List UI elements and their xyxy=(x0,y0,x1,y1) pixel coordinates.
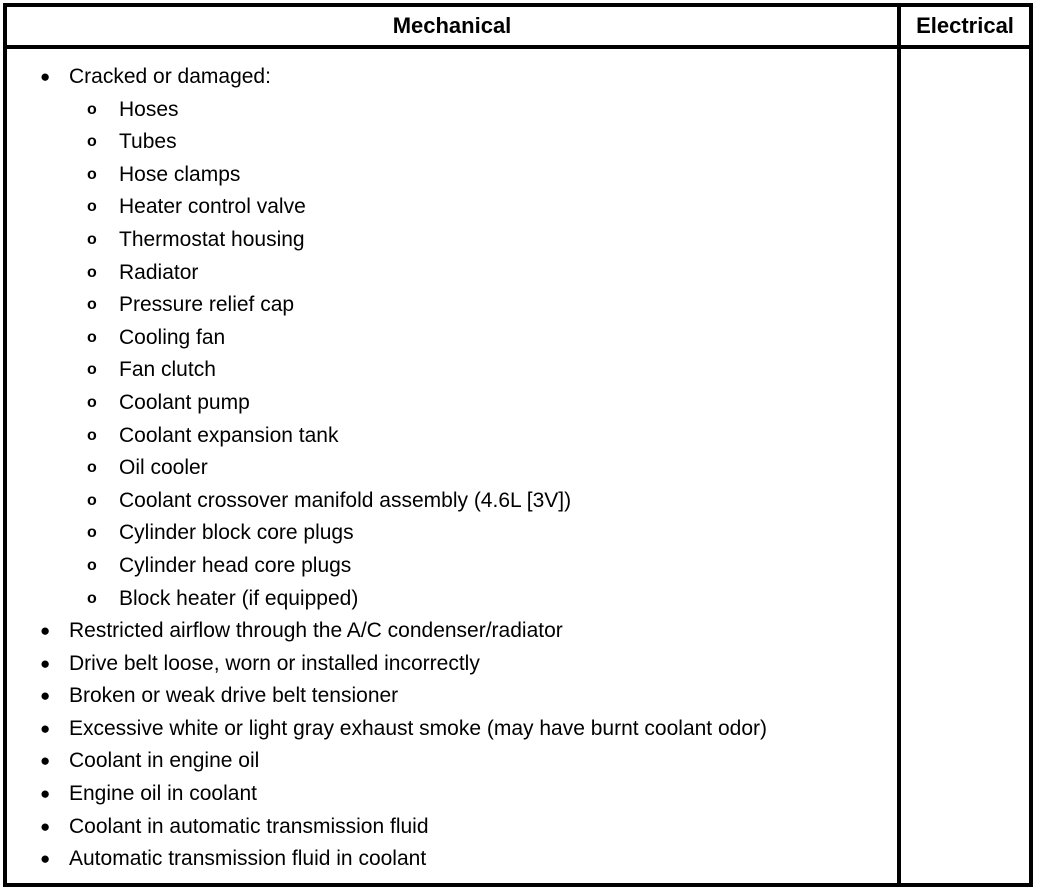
filled-bullet-icon: ● xyxy=(40,718,51,738)
hollow-bullet-icon: o xyxy=(87,198,97,216)
list-item-label: Cylinder head core plugs xyxy=(119,553,352,577)
list-item-label: Radiator xyxy=(119,260,199,284)
hollow-bullet-icon: o xyxy=(87,165,97,183)
hollow-bullet-icon: o xyxy=(87,361,97,379)
list-item: o Coolant expansion tank xyxy=(7,420,897,453)
list-item: o Pressure relief cap xyxy=(7,289,897,322)
list-item: ● Coolant in automatic transmission fluid xyxy=(7,811,897,844)
list-item-label: Drive belt loose, worn or installed inco… xyxy=(69,651,480,675)
list-item: o Cylinder head core plugs xyxy=(7,550,897,583)
filled-bullet-icon: ● xyxy=(40,67,51,86)
filled-bullet-icon: ● xyxy=(40,784,51,804)
hollow-bullet-icon: o xyxy=(87,491,97,509)
list-item-label: Fan clutch xyxy=(119,358,216,382)
filled-bullet-icon: ● xyxy=(40,653,51,673)
list-item: o Coolant pump xyxy=(7,387,897,420)
list-item: o Block heater (if equipped) xyxy=(7,583,897,616)
list-item-label: Coolant in automatic transmission fluid xyxy=(69,814,429,838)
hollow-bullet-icon: o xyxy=(87,328,97,346)
list-item: o Coolant crossover manifold assembly (4.… xyxy=(7,485,897,518)
list-item: o Cylinder block core plugs xyxy=(7,517,897,550)
list-item: ● Cracked or damaged: xyxy=(7,61,897,94)
list-item-label: Restricted airflow through the A/C conde… xyxy=(69,619,563,643)
hollow-bullet-icon: o xyxy=(87,133,97,151)
hollow-bullet-icon: o xyxy=(87,524,97,542)
list-item-label: Coolant crossover manifold assembly (4.6… xyxy=(119,488,572,512)
list-item-label: Automatic transmission fluid in coolant xyxy=(69,847,427,871)
hollow-bullet-icon: o xyxy=(87,393,97,411)
list-item-label: Oil cooler xyxy=(119,456,208,480)
list-item: ● Coolant in engine oil xyxy=(7,745,897,778)
hollow-bullet-icon: o xyxy=(87,230,97,248)
hollow-bullet-icon: o xyxy=(87,556,97,574)
list-item: ● Broken or weak drive belt tensioner xyxy=(7,680,897,713)
list-item: o Fan clutch xyxy=(7,354,897,387)
list-item-label: Hoses xyxy=(119,97,179,121)
list-item-label: Broken or weak drive belt tensioner xyxy=(69,684,399,708)
list-item: o Hoses xyxy=(7,94,897,127)
column-header-mechanical: Mechanical xyxy=(7,7,901,45)
hollow-bullet-icon: o xyxy=(87,589,97,607)
filled-bullet-icon: ● xyxy=(40,751,51,771)
list-item: o Radiator xyxy=(7,257,897,290)
list-item-label: Cooling fan xyxy=(119,325,226,349)
list-item-label: Cracked or damaged: xyxy=(69,65,271,88)
symptom-chart-table: Mechanical Electrical ● Cracked or damage… xyxy=(3,3,1033,887)
hollow-bullet-icon: o xyxy=(87,459,97,477)
list-item: o Oil cooler xyxy=(7,452,897,485)
list-item-label: Block heater (if equipped) xyxy=(119,586,359,610)
list-item-label: Heater control valve xyxy=(119,195,306,219)
list-item: o Heater control valve xyxy=(7,191,897,224)
hollow-bullet-icon: o xyxy=(87,263,97,281)
list-item-label: Excessive white or light gray exhaust sm… xyxy=(69,716,767,740)
filled-bullet-icon: ● xyxy=(40,621,51,641)
column-header-electrical: Electrical xyxy=(916,13,1014,38)
list-item: o Hose clamps xyxy=(7,159,897,192)
list-item: o Tubes xyxy=(7,126,897,159)
list-item-label: Pressure relief cap xyxy=(119,293,295,317)
list-item-label: Coolant in engine oil xyxy=(69,749,260,773)
list-item: ● Automatic transmission fluid in coolant xyxy=(7,843,897,876)
list-item-label: Hose clamps xyxy=(119,162,241,186)
list-item: o Cooling fan xyxy=(7,322,897,355)
list-item: ● Drive belt loose, worn or installed inc… xyxy=(7,648,897,681)
list-item: o Thermostat housing xyxy=(7,224,897,257)
list-item-label: Thermostat housing xyxy=(119,227,305,251)
filled-bullet-icon: ● xyxy=(40,816,51,836)
table-inner: Mechanical Electrical ● Cracked or damage… xyxy=(7,7,1029,883)
filled-bullet-icon: ● xyxy=(40,849,51,869)
list-item-label: Engine oil in coolant xyxy=(69,782,257,806)
cell-electrical xyxy=(901,49,1029,883)
list-item-label: Tubes xyxy=(119,130,177,154)
list-item: ● Excessive white or light gray exhaust s… xyxy=(7,713,897,746)
list-item: ● Restricted airflow through the A/C cond… xyxy=(7,615,897,648)
hollow-bullet-icon: o xyxy=(87,100,97,118)
filled-bullet-icon: ● xyxy=(40,686,51,706)
hollow-bullet-icon: o xyxy=(87,426,97,444)
list-item-label: Coolant pump xyxy=(119,390,250,414)
list-item: ● Engine oil in coolant xyxy=(7,778,897,811)
hollow-bullet-icon: o xyxy=(87,296,97,314)
list-item-label: Coolant expansion tank xyxy=(119,423,339,447)
list-item-label: Cylinder block core plugs xyxy=(119,521,354,545)
table-header-row: Mechanical Electrical xyxy=(7,7,1029,49)
